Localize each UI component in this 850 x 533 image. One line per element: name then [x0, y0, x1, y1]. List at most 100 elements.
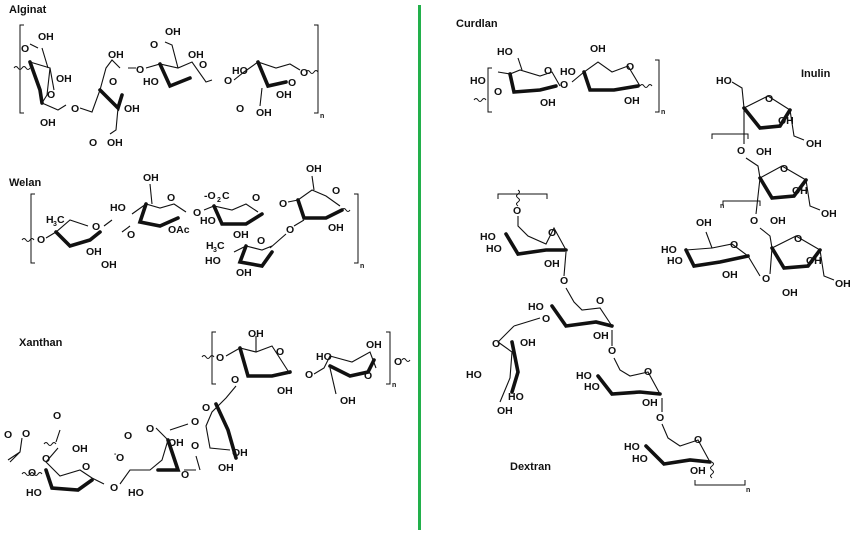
svg-text:-: -	[114, 451, 117, 458]
svg-text:O: O	[181, 469, 189, 481]
svg-text:O: O	[596, 295, 604, 307]
svg-text:O: O	[252, 192, 260, 204]
svg-text:HO: HO	[624, 441, 640, 453]
svg-text:O: O	[71, 103, 79, 115]
svg-text:OH: OH	[544, 258, 560, 270]
svg-text:HO: HO	[480, 231, 496, 243]
svg-text:OH: OH	[101, 259, 117, 271]
xanthan-left-bracket	[211, 331, 216, 385]
svg-text:C: C	[217, 240, 225, 252]
svg-text:C: C	[222, 190, 230, 202]
svg-text:O: O	[364, 370, 372, 382]
svg-text:O: O	[626, 61, 634, 73]
svg-text:OH: OH	[366, 339, 382, 351]
svg-text:OH: OH	[328, 222, 344, 234]
panel-divider	[418, 5, 421, 530]
svg-text:HO: HO	[200, 215, 216, 227]
svg-text:OH: OH	[590, 43, 606, 55]
svg-text:OH: OH	[276, 89, 292, 101]
svg-text:O: O	[202, 402, 210, 414]
svg-text:2: 2	[217, 197, 221, 204]
dextran-top-bracket	[497, 193, 548, 199]
inulin-title: Inulin	[801, 68, 831, 80]
svg-text:HO: HO	[143, 76, 159, 88]
svg-text:O: O	[288, 77, 296, 89]
svg-text:OH: OH	[806, 138, 822, 150]
svg-text:O: O	[279, 198, 287, 210]
svg-text:O: O	[656, 412, 664, 424]
svg-text:O: O	[116, 452, 124, 464]
curdlan-right-bracket	[655, 59, 660, 113]
svg-text:HO: HO	[576, 370, 592, 382]
svg-text:O: O	[4, 429, 12, 441]
welan-right-bracket	[354, 193, 359, 264]
svg-text:O: O	[109, 76, 117, 88]
svg-text:OH: OH	[108, 49, 124, 61]
svg-text:OH: OH	[782, 287, 798, 299]
svg-text:OAc: OAc	[168, 224, 190, 236]
alginat-title: Alginat	[9, 4, 47, 16]
svg-text:H: H	[206, 240, 214, 252]
svg-text:O: O	[730, 239, 738, 251]
svg-text:OH: OH	[806, 255, 822, 267]
svg-text:O: O	[231, 374, 239, 386]
svg-text:O: O	[110, 482, 118, 494]
svg-text:OH: OH	[690, 465, 706, 477]
svg-text:3: 3	[53, 221, 57, 228]
svg-text:O: O	[544, 65, 552, 77]
alginat-n: n	[320, 113, 324, 120]
dextran-title: Dextran	[510, 461, 551, 473]
svg-text:O: O	[22, 428, 30, 440]
xanthan-structure: n O OH O OH O HO OH O O OH O O OH OH O O…	[4, 328, 411, 499]
svg-text:HO: HO	[508, 391, 524, 403]
inulin-structure: n HO O OH OH OH O O OH OH OH O O OH OH O…	[661, 75, 850, 299]
svg-text:O: O	[236, 103, 244, 115]
svg-text:OH: OH	[218, 462, 234, 474]
svg-text:O: O	[750, 215, 758, 227]
svg-text:O: O	[765, 93, 773, 105]
svg-text:OH: OH	[277, 385, 293, 397]
svg-text:OH: OH	[340, 395, 356, 407]
svg-text:O: O	[224, 75, 232, 87]
svg-text:HO: HO	[560, 66, 576, 78]
svg-text:OH: OH	[778, 115, 794, 127]
svg-text:C: C	[57, 214, 65, 226]
svg-text:O: O	[494, 86, 502, 98]
svg-text:HO: HO	[232, 65, 248, 77]
svg-text:O: O	[332, 185, 340, 197]
svg-text:OH: OH	[593, 330, 609, 342]
svg-text:HO: HO	[632, 453, 648, 465]
svg-text:O: O	[694, 434, 702, 446]
svg-text:O: O	[199, 59, 207, 71]
svg-text:HO: HO	[716, 75, 732, 87]
svg-text:OH: OH	[232, 447, 248, 459]
svg-text:OH: OH	[188, 49, 204, 61]
svg-text:OH: OH	[143, 172, 159, 184]
svg-text:O: O	[762, 273, 770, 285]
dextran-bottom-bracket	[694, 480, 746, 486]
svg-text:HO: HO	[205, 255, 221, 267]
xanthan-right-bracket	[386, 331, 391, 385]
svg-text:OH: OH	[124, 103, 140, 115]
svg-text:O: O	[82, 461, 90, 473]
welan-title: Welan	[9, 177, 42, 189]
alginat-right-bracket	[314, 24, 319, 114]
svg-text:-O: -O	[204, 190, 216, 202]
svg-text:O: O	[286, 224, 294, 236]
svg-text:O: O	[300, 67, 308, 79]
svg-text:O: O	[89, 137, 97, 149]
svg-text:H: H	[46, 214, 54, 226]
svg-text:O: O	[136, 64, 144, 76]
curdlan-n: n	[661, 109, 665, 116]
svg-text:O: O	[394, 356, 402, 368]
svg-text:OH: OH	[168, 437, 184, 449]
svg-text:O: O	[167, 192, 175, 204]
svg-text:OH: OH	[56, 73, 72, 85]
svg-text:OH: OH	[86, 246, 102, 258]
welan-left-bracket	[30, 193, 35, 264]
svg-text:OH: OH	[107, 137, 123, 149]
svg-text:OH: OH	[38, 31, 54, 43]
dextran-n: n	[746, 487, 750, 494]
svg-text:O: O	[47, 89, 55, 101]
